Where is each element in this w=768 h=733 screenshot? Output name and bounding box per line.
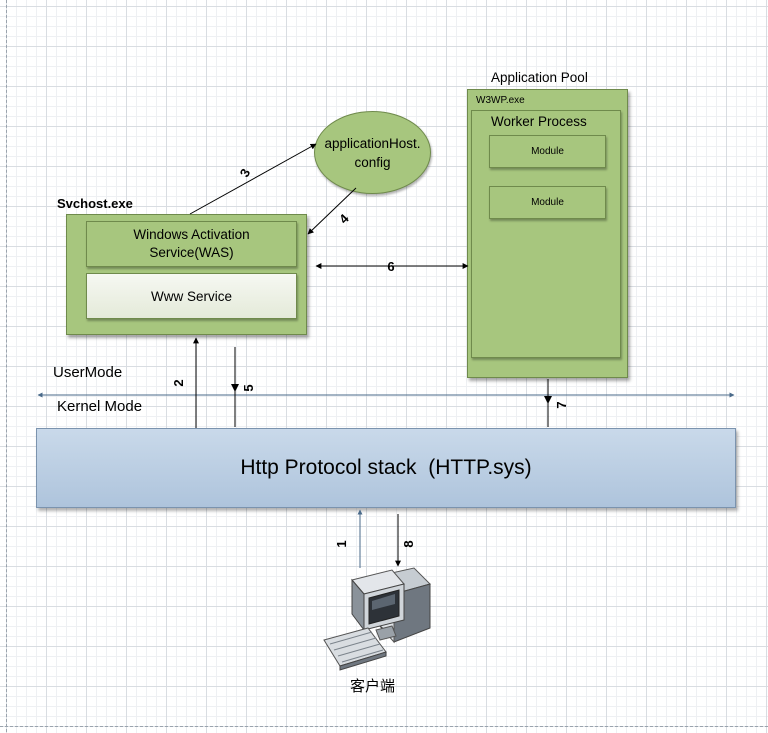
module-label-2: Module	[531, 197, 564, 208]
http-stack-box[interactable]: Http Protocol stack (HTTP.sys)	[36, 428, 736, 508]
worker-process-title: Worker Process	[491, 114, 587, 129]
svchost-title: Svchost.exe	[57, 196, 133, 211]
step-label-7: 7	[554, 401, 569, 408]
page-border-left	[0, 0, 7, 732]
www-service-label: Www Service	[150, 288, 232, 304]
config-ellipse[interactable]: applicationHost. config	[314, 111, 431, 194]
module-label-1: Module	[531, 146, 564, 157]
computer-icon	[323, 567, 431, 671]
step-label-6: 6	[387, 259, 394, 274]
module-box-1[interactable]: Module	[489, 135, 606, 168]
app-pool-title: Application Pool	[491, 70, 588, 85]
was-box[interactable]: Windows Activation Service(WAS)	[86, 221, 297, 267]
was-label: Windows Activation Service(WAS)	[133, 227, 250, 260]
connector-3	[189, 143, 317, 215]
connector-4	[307, 187, 357, 235]
step-label-8: 8	[401, 540, 416, 547]
step-label-2: 2	[171, 379, 186, 386]
http-stack-label: Http Protocol stack (HTTP.sys)	[240, 456, 532, 479]
step-label-3: 3	[237, 166, 254, 179]
step-label-5: 5	[241, 384, 256, 391]
step-label-1: 1	[334, 540, 349, 547]
user-mode-label: UserMode	[53, 364, 123, 381]
w3wp-label: W3WP.exe	[476, 95, 525, 106]
www-service-box[interactable]: Www Service	[86, 273, 297, 319]
config-label: applicationHost. config	[324, 135, 421, 170]
step-label-4: 4	[336, 210, 352, 226]
kernel-mode-label: Kernel Mode	[57, 398, 143, 415]
client-label: 客户端	[350, 677, 396, 695]
module-box-2[interactable]: Module	[489, 186, 606, 219]
page-border-bottom	[0, 726, 768, 733]
